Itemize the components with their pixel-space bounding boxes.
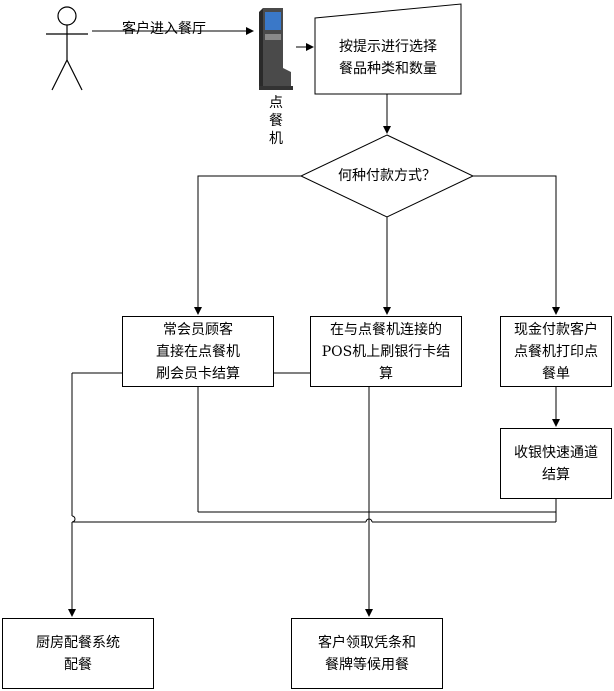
decision-box: 何种付款方式？: [310, 164, 464, 188]
kiosk-label: 点 餐 机: [269, 95, 283, 147]
customer-ticket-text: 客户领取凭条和 餐牌等候用餐: [318, 634, 416, 673]
actor-label: 客户进入餐厅: [122, 21, 206, 37]
connectors-ticket: [197, 373, 556, 605]
decision-branches: [197, 175, 557, 313]
select-box: 按提示进行选择 餐品种类和数量: [316, 24, 460, 92]
option-cash-box: 现金付款客户 点餐机打印点 餐单: [500, 316, 612, 387]
option-pos-text: 在与点餐机连接的 POS机上刷银行卡结 算: [321, 321, 451, 382]
option-member-text: 常会员顾客 直接在点餐机 刷会员卡结算: [156, 321, 240, 382]
option-pos-box: 在与点餐机连接的 POS机上刷银行卡结 算: [310, 316, 462, 387]
kiosk-icon: [259, 8, 293, 90]
option-member-box: 常会员顾客 直接在点餐机 刷会员卡结算: [122, 316, 274, 387]
select-box-text: 按提示进行选择 餐品种类和数量: [339, 39, 437, 77]
option-cash-text: 现金付款客户 点餐机打印点 餐单: [514, 321, 598, 382]
customer-ticket-box: 客户领取凭条和 餐牌等候用餐: [291, 618, 443, 689]
kitchen-text: 厨房配餐系统 配餐: [36, 634, 120, 673]
cashier-text: 收银快速通道 结算: [514, 444, 598, 483]
kitchen-box: 厨房配餐系统 配餐: [2, 618, 154, 689]
cashier-box: 收银快速通道 结算: [500, 428, 612, 499]
actor-icon: [46, 6, 88, 91]
decision-text: 何种付款方式？: [338, 168, 436, 184]
select-box-shape: [314, 3, 462, 95]
connectors-kitchen: [71, 369, 557, 605]
